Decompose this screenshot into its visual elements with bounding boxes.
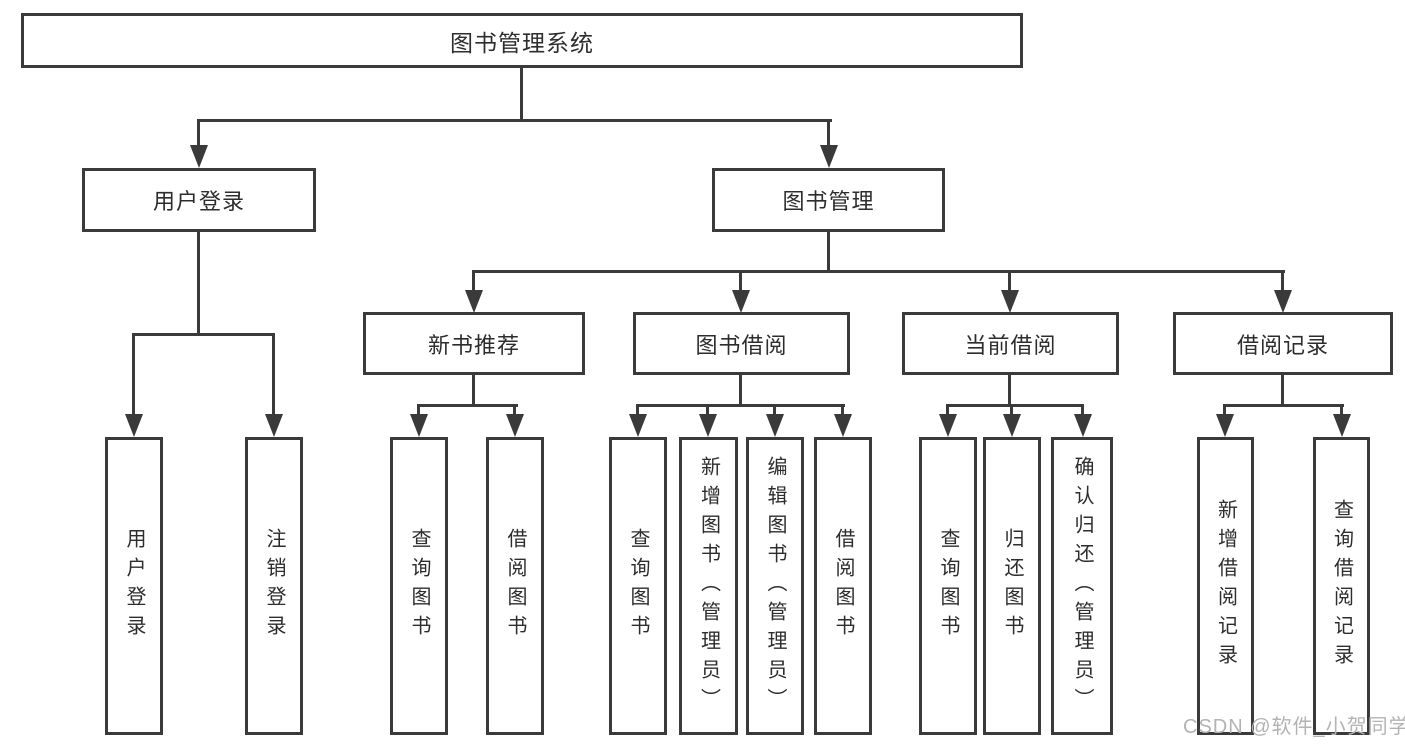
connector-line [946,404,1084,407]
arrow-down-icon [699,414,717,437]
leaf-nbr-query-books: 查询图书 [390,437,448,735]
arrow-down-icon [732,290,750,313]
arrow-down-icon [1001,290,1019,313]
connector-line [520,66,523,120]
arrow-down-icon [190,145,208,168]
connector-line [636,404,639,418]
arrow-down-icon [410,414,428,437]
connector-line [472,270,1285,273]
leaf-cb-query-books: 查询图书 [919,437,977,735]
arrow-down-icon [465,290,483,313]
leaf-br-add-record: 新增借阅记录 [1197,437,1254,735]
connector-line [739,270,742,292]
arrow-down-icon [629,414,647,437]
node-root: 图书管理系统 [21,13,1023,68]
arrow-down-icon [820,145,838,168]
connector-line [197,119,832,122]
arrow-down-icon [939,414,957,437]
connector-line [773,404,776,418]
leaf-cb-confirm-return-admin: 确认归还（管理员） [1051,437,1113,735]
leaf-nbr-borrow-books: 借阅图书 [486,437,544,735]
connector-line [197,232,200,336]
arrow-down-icon [125,414,143,437]
arrow-down-icon [265,414,283,437]
connector-line [739,373,742,407]
connector-line [472,373,475,407]
node-new-book-recommend: 新书推荐 [363,312,585,375]
node-book-management: 图书管理 [712,168,945,232]
connector-line [1223,404,1344,407]
connector-line [827,119,830,149]
node-user-login: 用户登录 [82,168,316,232]
connector-line [472,270,475,292]
leaf-logout: 注销登录 [245,437,303,735]
arrow-down-icon [1003,414,1021,437]
node-borrow-records: 借阅记录 [1173,312,1393,375]
connector-line [706,404,709,418]
arrow-down-icon [834,414,852,437]
connector-line [417,404,420,418]
connector-line [1281,373,1284,407]
arrow-down-icon [1074,414,1092,437]
arrow-down-icon [1216,414,1234,437]
arrow-down-icon [1274,290,1292,313]
leaf-user-login: 用户登录 [105,437,163,735]
connector-line [1081,404,1084,418]
connector-line [1340,404,1343,418]
leaf-bb-borrow-books: 借阅图书 [814,437,872,735]
connector-line [132,333,275,336]
connector-line [1008,373,1011,407]
arrow-down-icon [506,414,524,437]
connector-line [827,232,830,273]
connector-line [272,333,275,417]
connector-line [513,404,516,418]
connector-line [197,119,200,149]
connector-line [946,404,949,418]
watermark: CSDN @软件_小贺同学 [1183,716,1405,738]
connector-line [636,404,845,407]
node-current-borrow: 当前借阅 [902,312,1119,375]
connector-line [417,404,518,407]
connector-line [1223,404,1226,418]
leaf-bb-edit-books-admin: 编辑图书（管理员） [746,437,804,735]
arrow-down-icon [766,414,784,437]
connector-line [841,404,844,418]
leaf-bb-add-books-admin: 新增图书（管理员） [679,437,738,735]
leaf-cb-return-books: 归还图书 [983,437,1041,735]
node-book-borrow: 图书借阅 [633,312,850,375]
connector-line [1008,270,1011,292]
connector-line [1010,404,1013,418]
connector-line [1281,270,1284,292]
arrow-down-icon [1333,414,1351,437]
connector-line [132,333,135,417]
leaf-br-query-record: 查询借阅记录 [1313,437,1370,735]
leaf-bb-query-books: 查询图书 [609,437,667,735]
